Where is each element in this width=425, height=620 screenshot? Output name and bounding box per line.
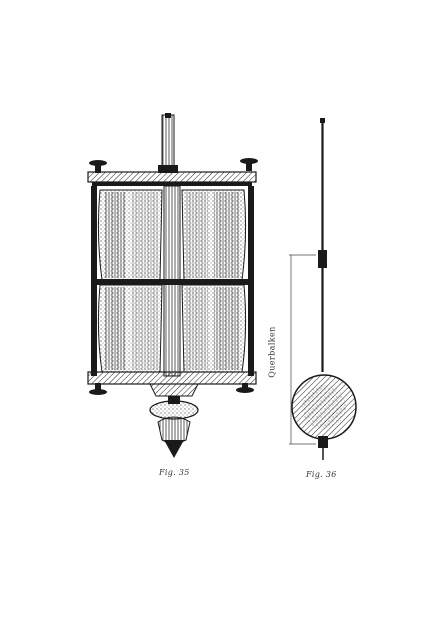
adjustment-nut — [149, 383, 199, 458]
figure-caption-35: Fig. 35 — [159, 468, 190, 477]
figure-36-disc-pendulum-illustration — [289, 118, 357, 460]
central-rod — [158, 113, 178, 173]
jar-left — [97, 189, 163, 373]
top-finials — [89, 158, 258, 173]
top-frame — [87, 171, 257, 186]
bottom-frame — [87, 371, 257, 395]
figure-caption-36: Fig. 36 — [306, 470, 337, 479]
jar-right — [181, 189, 247, 373]
dimension-label: Querbalken — [267, 326, 277, 378]
dimension-bracket — [289, 254, 316, 445]
